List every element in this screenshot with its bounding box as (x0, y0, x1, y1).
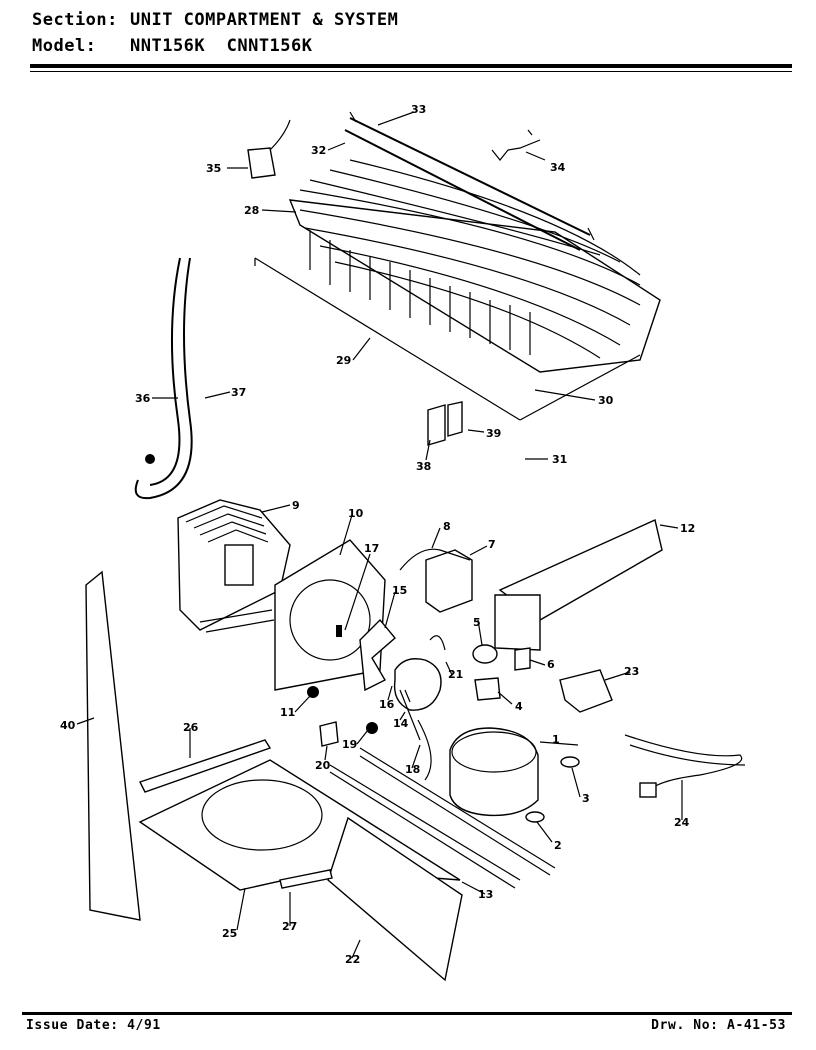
callout-8: 8 (443, 520, 451, 533)
issue-date: Issue Date: 4/91 (26, 1018, 161, 1033)
callout-37: 37 (231, 386, 246, 399)
shroud-9 (177, 499, 291, 633)
callout-23: 23 (624, 665, 639, 678)
leader-lines (76, 111, 683, 959)
callout-11: 11 (280, 706, 295, 719)
callout-4: 4 (515, 700, 523, 713)
callout-29: 29 (336, 354, 351, 367)
grommet-2 (525, 811, 545, 823)
model-line: Model: NNT156K CNNT156K (32, 36, 313, 56)
callout-27: 27 (282, 920, 297, 933)
footer-rule (22, 1012, 792, 1015)
callout-32: 32 (311, 144, 326, 157)
callout-2: 2 (554, 839, 562, 852)
callout-39: 39 (486, 427, 501, 440)
callout-19: 19 (342, 738, 357, 751)
relay-23 (559, 669, 613, 713)
callout-28: 28 (244, 204, 259, 217)
callout-3: 3 (582, 792, 590, 805)
tube-fitting (145, 454, 155, 464)
overload-4 (474, 677, 501, 701)
part-38 (427, 404, 446, 446)
callout-40: 40 (60, 719, 76, 732)
coil-assembly (288, 111, 661, 373)
bracket-34 (491, 129, 541, 161)
callout-21: 21 (448, 668, 463, 681)
callout-6: 6 (547, 658, 555, 671)
callout-20: 20 (315, 759, 331, 772)
fan-motor-16 (393, 658, 442, 711)
fan-shroud-10 (274, 539, 386, 691)
callout-16: 16 (379, 698, 395, 711)
callout-9: 9 (292, 499, 300, 512)
drip-tray (254, 257, 641, 421)
callout-5: 5 (473, 616, 481, 629)
callout-12: 12 (680, 522, 695, 535)
header-rule-thin (30, 71, 792, 72)
section-title: UNIT COMPARTMENT & SYSTEM (130, 10, 399, 30)
tube-37 (134, 257, 193, 500)
power-cord-24 (624, 734, 746, 798)
tube-36 (149, 257, 181, 486)
callout-30: 30 (598, 394, 614, 407)
callout-38: 38 (416, 460, 431, 473)
strip-27 (279, 869, 333, 889)
callout-13: 13 (478, 888, 493, 901)
section-label: Section: (32, 10, 118, 30)
wiring-8 (399, 548, 471, 571)
callout-26: 26 (183, 721, 199, 734)
access-panel-22 (327, 816, 463, 982)
fan-blade-15 (359, 618, 396, 692)
callout-31: 31 (552, 453, 567, 466)
callout-18: 18 (405, 763, 420, 776)
callout-35: 35 (206, 162, 221, 175)
callout-22: 22 (345, 953, 360, 966)
callout-17: 17 (364, 542, 379, 555)
drawing-number: Drw. No: A-41-53 (651, 1018, 786, 1033)
part-39 (447, 401, 463, 437)
capacitor-5 (472, 644, 498, 664)
callout-24: 24 (674, 816, 690, 829)
callout-33: 33 (411, 103, 426, 116)
clip-35 (247, 147, 276, 179)
callout-15: 15 (392, 584, 407, 597)
grommet-3 (560, 756, 580, 768)
bracket-26 (139, 739, 272, 793)
callout-25: 25 (222, 927, 237, 940)
part-11 (307, 686, 319, 698)
callout-14: 14 (393, 717, 409, 730)
model-numbers: NNT156K CNNT156K (130, 36, 313, 56)
section-line: Section: UNIT COMPARTMENT & SYSTEM (32, 10, 398, 30)
part-20 (319, 721, 339, 747)
callout-34: 34 (550, 161, 566, 174)
relay-7 (425, 549, 473, 613)
callout-36: 36 (135, 392, 151, 405)
part-19 (366, 722, 378, 734)
clamp-6 (514, 647, 531, 671)
callout-numbers: 1 2 3 4 5 6 7 8 9 10 11 12 13 14 15 16 1… (60, 103, 695, 966)
model-label: Model: (32, 36, 97, 56)
header-rule-thick (30, 64, 792, 68)
compressor-1 (449, 727, 539, 817)
callout-7: 7 (488, 538, 496, 551)
side-panel-40 (85, 570, 141, 921)
callout-10: 10 (348, 507, 364, 520)
callout-1: 1 (552, 733, 560, 746)
base-rail (329, 747, 556, 889)
exploded-parts-diagram: 1 2 3 4 5 6 7 8 9 10 11 12 13 14 15 16 1… (60, 103, 746, 982)
